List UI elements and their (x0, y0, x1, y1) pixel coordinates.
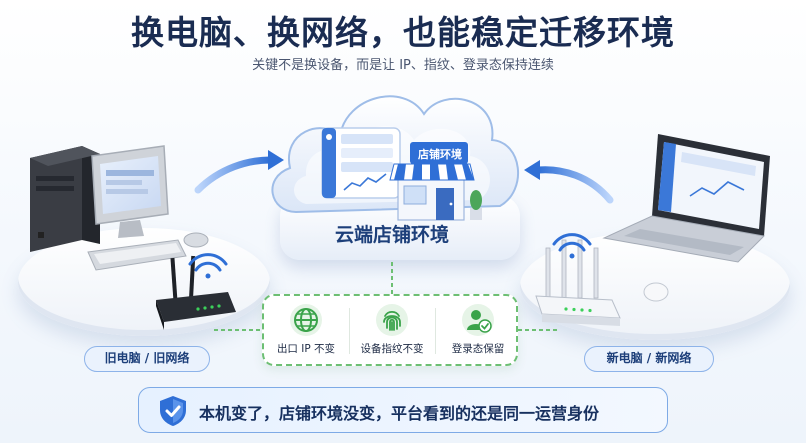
desktop-tower-icon (30, 146, 100, 252)
cloud-label: 云端店铺环境 (334, 224, 449, 246)
user-check-icon (460, 302, 496, 338)
old-device-label: 旧电脑 / 旧网络 (84, 346, 210, 372)
router-old-icon (156, 255, 236, 330)
laptop-icon (602, 134, 770, 263)
bottom-banner: 本机变了，店铺环境没变，平台看到的还是同一运营身份 (138, 387, 668, 433)
arrow-right-icon (534, 166, 614, 204)
store-sign: 店铺环境 (418, 148, 462, 161)
store-icon (389, 142, 482, 221)
feature-login-label: 登录态保留 (451, 343, 505, 355)
cloud-app-panel (321, 127, 401, 199)
feature-fingerprint: 设备指纹不变 (350, 302, 434, 356)
old-monitor-icon (91, 145, 169, 238)
fingerprint-icon (374, 302, 410, 338)
router-new-icon (535, 239, 621, 326)
feature-fingerprint-label: 设备指纹不变 (360, 343, 424, 355)
feature-box: 出口 IP 不变 设备指纹不变 (262, 294, 518, 366)
feature-ip: 出口 IP 不变 (264, 302, 348, 356)
keyboard-icon (87, 239, 187, 271)
page-title: 换电脑、换网络，也能稳定迁移环境 (131, 13, 675, 52)
globe-icon (288, 302, 324, 338)
page-subtitle: 关键不是换设备，而是让 IP、指纹、登录态保持连续 (252, 58, 554, 73)
shield-check-icon (157, 394, 189, 432)
feature-ip-label: 出口 IP 不变 (276, 343, 336, 355)
mouse-icon (183, 232, 209, 248)
wifi-right-icon (552, 233, 592, 259)
banner-text: 本机变了，店铺环境没变，平台看到的还是同一运营身份 (199, 404, 600, 423)
wifi-left-icon (188, 253, 228, 279)
new-device-label: 新电脑 / 新网络 (584, 346, 714, 372)
mouse-new-icon (643, 282, 669, 302)
feature-login: 登录态保留 (436, 302, 520, 356)
arrow-left-icon (194, 156, 274, 194)
